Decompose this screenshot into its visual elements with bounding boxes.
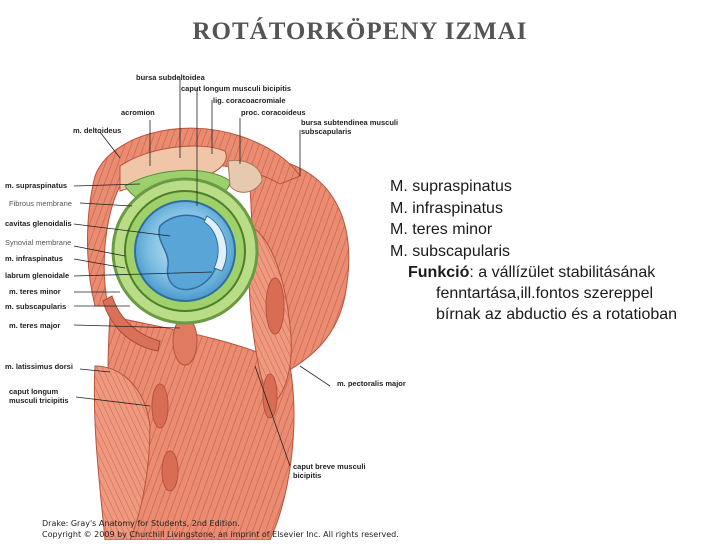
label-m-infraspinatus: m. infraspinatus xyxy=(5,254,63,263)
infraspinatus-shape xyxy=(102,295,161,352)
latissimus-shape xyxy=(93,365,151,541)
label-fibrous-membrane: Fibrous membrane xyxy=(9,199,72,208)
label-proc-coracoideus: proc. coracoideus xyxy=(241,108,306,117)
function-text-1: : a vállízület stabilitásának xyxy=(469,264,656,281)
muscle-list: M. supraspinatus M. infraspinatus M. ter… xyxy=(390,176,512,262)
label-synovial-membrane: Synovial membrane xyxy=(5,238,72,247)
label-labrum-glenoidale: labrum glenoidale xyxy=(5,271,70,280)
muscle-item: M. teres minor xyxy=(390,221,493,238)
muscle-item: M. supraspinatus xyxy=(390,178,512,195)
shoulder-illustration xyxy=(73,78,350,541)
label-m-supraspinatus: m. supraspinatus xyxy=(5,181,68,190)
label-lig-coracoacromiale: lig. coracoacromiale xyxy=(213,96,286,105)
labrum-shape xyxy=(203,215,228,272)
function-text: Funkció: a vállízület stabilitásának fen… xyxy=(408,262,718,325)
label-bursa-subdeltoidea: bursa subdeltoidea xyxy=(136,73,205,82)
label-caput-breve-1: caput breve musculi xyxy=(293,462,366,471)
function-line-2: fenntartása,ill.fontos szereppel xyxy=(436,285,654,302)
label-m-deltoideus: m. deltoideus xyxy=(73,126,122,135)
shoulder-anatomy-figure: bursa subdeltoidea caput longum musculi … xyxy=(0,66,420,541)
glenoid-cavity xyxy=(158,214,220,291)
leader-lines xyxy=(73,78,331,467)
muscle-item: M. subscapularis xyxy=(390,242,511,260)
label-m-pectoralis-major: m. pectoralis major xyxy=(337,379,406,388)
tendon-oval-2 xyxy=(161,450,179,492)
label-caput-breve-2: bicipitis xyxy=(293,471,322,480)
label-cavitas-glenoidalis: cavitas glenoidalis xyxy=(5,219,72,228)
label-m-subscapularis: m. subscapularis xyxy=(5,302,67,311)
page-title: ROTÁTORKÖPENY IZMAI xyxy=(192,18,528,45)
tendon-oval-3 xyxy=(265,277,285,335)
label-subscapularis-bursa: subscapularis xyxy=(301,127,352,136)
label-caput-longum-triceps-1: caput longum xyxy=(9,387,59,396)
muscle-item: M. infraspinatus xyxy=(390,199,503,217)
tendon-oval-1 xyxy=(151,383,169,429)
figure-credit-line-1: Drake: Gray's Anatomy for Students, 2nd … xyxy=(42,519,240,528)
coracoid-shape xyxy=(227,159,263,193)
label-caput-longum-triceps-2: musculi tricipitis xyxy=(9,396,69,405)
label-acromion: acromion xyxy=(121,108,155,117)
label-caput-longum-biceps: caput longum musculi bicipitis xyxy=(181,84,292,93)
figure-credit-line-2: Copyright © 2009 by Churchill Livingston… xyxy=(42,530,399,539)
label-m-latissimus-dorsi: m. latissimus dorsi xyxy=(5,362,73,371)
label-bursa-subtendinea: bursa subtendinea musculi xyxy=(301,118,399,127)
label-m-teres-minor: m. teres minor xyxy=(9,287,61,296)
tendon-oval-4 xyxy=(262,373,278,419)
function-line-3: bírnak az abductio és a rotatioban xyxy=(436,306,678,323)
function-line-1: Funkció: a vállízület stabilitásának xyxy=(408,262,718,283)
label-m-teres-major: m. teres major xyxy=(9,321,61,330)
function-label: Funkció xyxy=(408,264,470,281)
